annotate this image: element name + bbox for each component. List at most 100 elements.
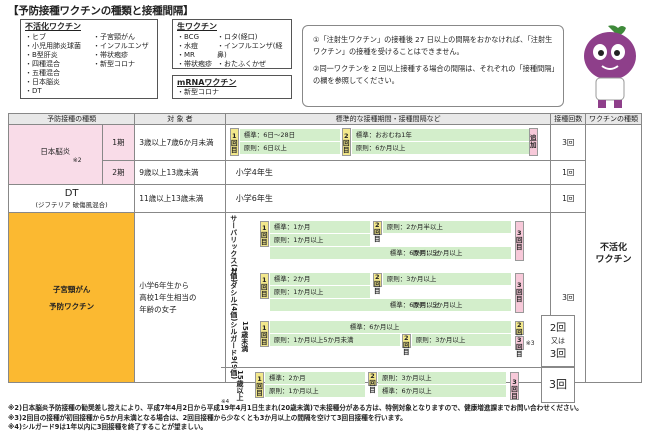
dose-3-marker: 3回目: [514, 336, 524, 358]
jenc-note: ※2: [72, 156, 82, 164]
jenc-min2: 原則：6か月以上: [351, 142, 534, 154]
times-line: 3回: [549, 349, 567, 360]
dose-3-marker: 3回目: [514, 221, 524, 261]
jenc-std1: 標準：6日～28日: [239, 129, 340, 141]
times-line: 又は: [551, 337, 565, 345]
cx-min3: 原則：5か月以上: [412, 249, 463, 257]
list-item: ・インフルエンザ(経鼻): [217, 42, 283, 59]
jenc-name-cell: 日本脳炎 ※2: [8, 124, 103, 185]
vaccine-type-line1: 不活化: [599, 242, 627, 253]
jenc-phase1-target: 3歳以上7歳6か月未満: [134, 124, 226, 161]
silgard-age-over: 15歳以上: [236, 370, 244, 401]
silgard-under15-times: 2回 又は 3回: [541, 315, 575, 367]
jenc-phase2: 2期: [101, 160, 136, 185]
dt-target: 11歳以上13歳未満: [134, 184, 226, 213]
header-target: 対 象 者: [134, 113, 226, 125]
hpv-schedule: サーバリックス(2価) 1回目 標準：1か月 原則：1か月以上 2回目 原則：2…: [224, 212, 552, 383]
jenc-min1: 原則：6日以上: [239, 142, 340, 154]
list-item: ・帯状疱疹: [93, 51, 128, 59]
times-line: 2回: [549, 323, 567, 334]
list-item: ・五種混合: [25, 69, 60, 77]
gd-std1: 標準：2か月: [269, 273, 370, 285]
sg1-alt: 原則：1か月以上5か月未満: [269, 334, 400, 346]
mrna-heading: mRNAワクチン: [177, 78, 237, 87]
list-item: ・小児用肺炎球菌: [25, 42, 81, 50]
dose-2-marker: 2回目: [368, 372, 377, 394]
hpv-target-line: 高校1年生相当の: [139, 292, 197, 302]
live-col1: ・BCG ・水痘 ・MR ・帯状疱疹: [177, 33, 212, 69]
mrna-vaccine-box: mRNAワクチン ・新型コロナ: [172, 75, 292, 99]
jenc-name: 日本脳炎: [40, 146, 71, 156]
dose-2-marker: 2回目: [372, 221, 382, 243]
note-3: ※3: [525, 340, 535, 347]
jenc-phase2-target: 9歳以上13歳未満: [134, 160, 226, 185]
cx-min1: 原則：1か月以上: [269, 234, 370, 246]
sg1-alt2: 原則：3か月以上: [411, 334, 511, 346]
header-schedule: 標準的な接種期間・接種間隔など: [224, 113, 552, 125]
sg2-min2: 原則：3か月以上: [378, 372, 506, 384]
footer-note-2: ※2)日本脳炎予防接種の勧奨差し控えにより、平成7年4月2日から平成19年4月1…: [8, 404, 583, 412]
dt-name-cell: DT (ジフテリア 破傷風混合): [7, 184, 136, 213]
list-item: ・MR: [177, 51, 195, 59]
hpv-target: 小学6年生から 高校1年生相当の 年齢の女子: [134, 212, 226, 383]
cx-min2: 原則：2か月半以上: [382, 221, 511, 233]
inactivated-col1: ・ヒブ ・小児用肺炎球菌 ・B型肝炎 ・四種混合 ・五種混合 ・日本脳炎 ・DT: [25, 33, 81, 96]
inactivated-vaccine-box: 不活化ワクチン ・ヒブ ・小児用肺炎球菌 ・B型肝炎 ・四種混合 ・五種混合 ・…: [20, 19, 158, 99]
inactivated-heading: 不活化ワクチン: [25, 22, 81, 31]
silgard-over15-times: 3回: [541, 367, 575, 403]
dose-1-marker: 1回目: [229, 128, 239, 156]
sg2-std3: 標準：6か月以上: [378, 385, 506, 397]
sg2-min1: 原則：1か月以上: [265, 385, 365, 397]
list-item: ・新型コロナ: [93, 60, 135, 68]
jenc-phase2-schedule: 小学4年生: [224, 160, 552, 185]
inactivated-col2: ・子宮頸がん ・インフルエンザ ・帯状疱疹 ・新型コロナ: [93, 33, 149, 69]
gd-std3: 標準：6か月以上: [269, 299, 511, 311]
cx-std1: 標準：1か月: [269, 221, 370, 233]
header-times: 接種回数: [550, 113, 586, 125]
list-item: ・ヒブ: [25, 33, 46, 41]
dt-name: DT: [64, 188, 79, 199]
silgard-label: シルガード9(9価): [229, 321, 238, 380]
hpv-target-line: 年齢の女子: [139, 304, 177, 314]
list-item: ・DT: [25, 87, 42, 95]
hpv-name-line2: 予防ワクチン: [49, 301, 95, 311]
gardasil-label: ガーダシル(4価): [229, 268, 238, 322]
booster-marker: 追加: [528, 128, 538, 156]
note-2: ②同一ワクチンを 2 回以上接種する場合の間隔は、それぞれの「接種間隔」の欄を参…: [313, 64, 555, 85]
eggplant-mascot-icon: [584, 25, 636, 108]
dose-3-marker: 3回目: [514, 273, 524, 313]
silgard-note: ※4: [221, 399, 230, 405]
list-item: ・子宮頸がん: [93, 33, 135, 41]
dose-2-marker: 2回目: [514, 321, 524, 343]
silgard-age-under: 15歳未満: [240, 321, 249, 352]
list-item: ・BCG: [177, 33, 199, 41]
list-item: ・帯状疱疹: [177, 60, 212, 68]
dose-2-marker: 2回目: [401, 334, 411, 356]
live-heading: 生ワクチン: [177, 22, 217, 31]
jenc-phase1: 1期: [101, 124, 136, 161]
gd-min2: 原則：3か月以上: [382, 273, 511, 285]
dt-schedule: 小学6年生: [224, 184, 552, 213]
dose-1-marker: 1回目: [259, 273, 269, 299]
list-item: ・インフルエンザ: [93, 42, 149, 50]
list-item: ・ロタ(経口): [217, 33, 258, 41]
list-item: ・水痘: [177, 42, 198, 50]
list-item: ・日本脳炎: [25, 78, 60, 86]
cervarix-label: サーバリックス(2価): [229, 215, 238, 283]
dt-times: 1回: [550, 184, 586, 213]
vaccine-type-cell: 不活化 ワクチン: [585, 124, 642, 383]
list-item: ・四種混合: [25, 60, 60, 68]
hpv-name-line1: 子宮頸がん: [52, 284, 91, 294]
jenc-phase1-times: 3回: [550, 124, 586, 161]
live-col2: ・ロタ(経口) ・インフルエンザ(経鼻) ・おたふくかぜ: [217, 33, 291, 69]
jenc-phase2-times: 1回: [550, 160, 586, 185]
list-item: ・B型肝炎: [25, 51, 58, 59]
list-item: ・新型コロナ: [177, 88, 219, 96]
footer-note-3: ※3)2回目の接種が初回接種から5か月未満となる場合は、2回目接種から少なくとも…: [8, 413, 407, 422]
sg1-std: 標準：6か月以上: [269, 321, 511, 333]
dose-2-marker: 2回目: [372, 273, 382, 295]
silgard-over15-schedule: 15歳以上 1回目 標準：2か月 原則：1か月以上 2回目 原則：3か月以上 標…: [221, 367, 541, 403]
list-item: ・おたふくかぜ: [217, 60, 266, 68]
dose-3-marker: 3回目: [510, 372, 519, 400]
live-vaccine-box: 生ワクチン ・BCG ・水痘 ・MR ・帯状疱疹 ・ロタ(経口) ・インフルエン…: [172, 19, 292, 69]
